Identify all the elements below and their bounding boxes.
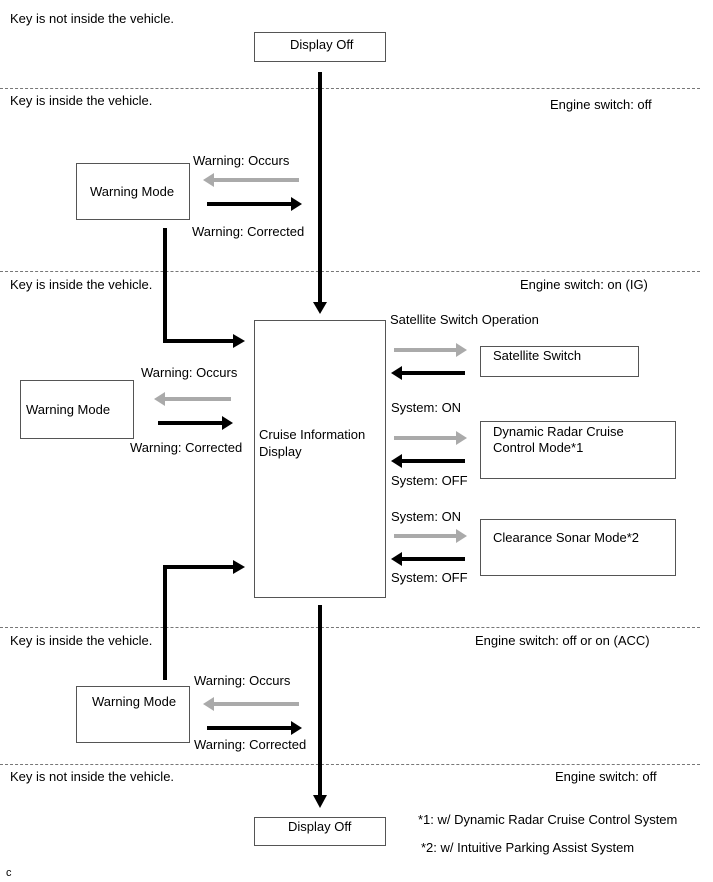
zone-divider-4 <box>0 764 700 765</box>
warning-occurs-label-3: Warning: Occurs <box>194 673 291 688</box>
arrowhead-cruise-to-display-off <box>313 795 327 808</box>
display-off-top-label: Display Off <box>290 37 354 52</box>
warning-mode-label-2: Warning Mode <box>26 402 111 417</box>
warning-occurs-label-1: Warning: Occurs <box>193 153 290 168</box>
warning-corrected-label-1: Warning: Corrected <box>192 224 305 239</box>
warning-mode-label-3: Warning Mode <box>92 694 177 709</box>
arrowhead-dynamic-radar-back <box>391 454 402 468</box>
arrowhead-warning-corrected-1 <box>291 197 302 211</box>
dynamic-radar-box: Dynamic Radar Cruise Control Mode*1 <box>480 421 676 479</box>
zone-label-engine-on-ig: Engine switch: on (IG) <box>520 277 648 292</box>
figure-code: c <box>6 867 12 879</box>
system-on-label-1: System: ON <box>391 400 462 415</box>
warning-mode-label-1: Warning Mode <box>90 184 175 199</box>
zone-label-key-not-inside-top: Key is not inside the vehicle. <box>10 11 175 26</box>
cruise-information-display-box: Cruise Information Display <box>254 320 386 598</box>
display-off-bottom-label: Display Off <box>288 819 352 834</box>
zone-label-engine-off-or-acc: Engine switch: off or on (ACC) <box>475 633 650 648</box>
arrowhead-warning-corrected-2 <box>222 416 233 430</box>
warning-mode-box-2: Warning Mode <box>20 380 134 439</box>
satellite-switch-operation-label: Satellite Switch Operation <box>390 312 539 327</box>
arrowhead-warning-mode-1-to-cruise <box>233 334 245 348</box>
satellite-switch-box: Satellite Switch <box>480 346 639 377</box>
display-off-bottom-box: Display Off <box>254 817 386 846</box>
zone-divider-2 <box>0 271 700 272</box>
arrowhead-display-off-to-cruise <box>313 302 327 314</box>
clearance-sonar-label: Clearance Sonar Mode*2 <box>493 530 639 545</box>
zone-label-key-not-inside-bottom: Key is not inside the vehicle. <box>10 769 175 784</box>
arrowhead-satellite-switch-back <box>391 366 402 380</box>
warning-mode-box-3: Warning Mode <box>76 686 190 743</box>
display-off-top-box: Display Off <box>254 32 386 62</box>
warning-mode-box-1: Warning Mode <box>76 163 190 220</box>
zone-divider-1 <box>0 88 700 89</box>
arrow-warning-mode-1-to-cruise <box>163 228 233 343</box>
arrowhead-warning-occurs-1 <box>203 173 214 187</box>
arrowhead-warning-mode-3-to-cruise <box>233 560 245 574</box>
arrow-warning-mode-3-to-cruise <box>163 565 233 680</box>
clearance-sonar-box: Clearance Sonar Mode*2 <box>480 519 676 576</box>
arrowhead-warning-occurs-2 <box>154 392 165 406</box>
zone-divider-3 <box>0 627 700 628</box>
arrowhead-satellite-switch-to <box>456 343 467 357</box>
system-off-label-1: System: OFF <box>391 473 468 488</box>
zone-label-engine-off-2: Engine switch: off <box>555 769 657 784</box>
arrowhead-warning-occurs-3 <box>203 697 214 711</box>
arrowhead-clearance-sonar-back <box>391 552 402 566</box>
system-on-label-2: System: ON <box>391 509 462 524</box>
arrowhead-dynamic-radar-to <box>456 431 467 445</box>
warning-corrected-label-2: Warning: Corrected <box>130 440 243 455</box>
footnote-2: *2: w/ Intuitive Parking Assist System <box>421 840 635 855</box>
cruise-info-label-line1: Cruise Information <box>259 427 366 442</box>
zone-label-key-inside-2: Key is inside the vehicle. <box>10 277 153 292</box>
arrowhead-warning-corrected-3 <box>291 721 302 735</box>
zone-label-key-inside-1: Key is inside the vehicle. <box>10 93 153 108</box>
system-off-label-2: System: OFF <box>391 570 468 585</box>
footnote-1: *1: w/ Dynamic Radar Cruise Control Syst… <box>418 812 678 827</box>
dynamic-radar-label-line2: Control Mode*1 <box>493 440 584 455</box>
arrowhead-clearance-sonar-to <box>456 529 467 543</box>
warning-corrected-label-3: Warning: Corrected <box>194 737 307 752</box>
zone-label-engine-off-1: Engine switch: off <box>550 97 652 112</box>
zone-label-key-inside-3: Key is inside the vehicle. <box>10 633 153 648</box>
dynamic-radar-label-line1: Dynamic Radar Cruise <box>493 424 624 439</box>
warning-occurs-label-2: Warning: Occurs <box>141 365 238 380</box>
cruise-info-label-line2: Display <box>259 444 302 459</box>
satellite-switch-label: Satellite Switch <box>493 348 582 363</box>
